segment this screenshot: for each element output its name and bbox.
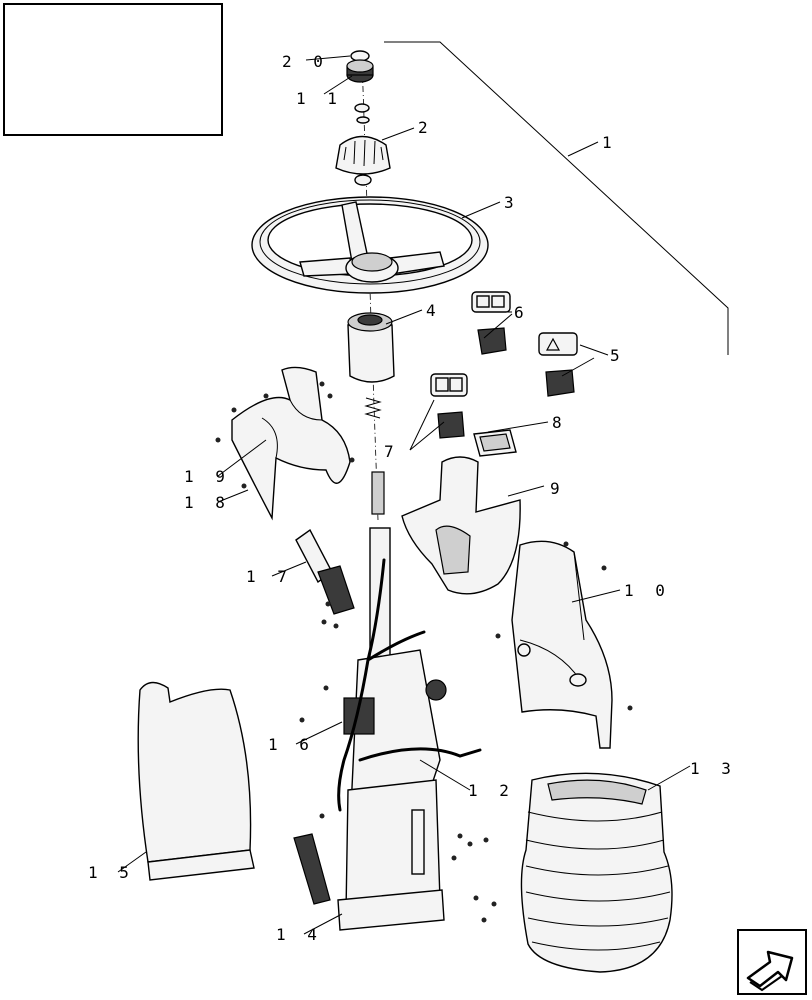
- part-spring: [364, 397, 382, 419]
- callout-7: 7: [384, 442, 400, 461]
- callout-17: 1 7: [246, 567, 293, 586]
- callout-12: 1 2: [468, 781, 515, 800]
- part-pedal: [293, 833, 331, 905]
- assembly-bracket-line: [384, 41, 729, 355]
- callout-1: 1: [602, 133, 618, 152]
- callout-14: 1 4: [276, 925, 323, 944]
- callout-10: 1 0: [624, 581, 671, 600]
- callout-leader-lines: [117, 55, 691, 935]
- part-switch-6: [471, 291, 511, 355]
- part-right-lower-shroud: [511, 540, 613, 749]
- callout-3: 3: [504, 193, 520, 212]
- callout-2: 2: [418, 118, 434, 137]
- callout-19: 1 9: [184, 467, 231, 486]
- part-center-cover: [346, 59, 374, 83]
- callout-16: 1 6: [268, 735, 315, 754]
- part-steering-wheel: [251, 196, 489, 294]
- part-wiring-harness: [337, 558, 482, 812]
- part-switch-5: [538, 332, 578, 397]
- callout-20: 2 0: [282, 52, 329, 71]
- callout-labels: 2 0 1 1 2 1 3 4 6 5 8 7 1 9 1 8 9 1 7 1 …: [88, 52, 737, 944]
- part-nut: [354, 103, 370, 124]
- callout-13: 1 3: [690, 759, 737, 778]
- reference-frame-box: [3, 3, 223, 136]
- return-arrow-icon[interactable]: [737, 929, 807, 995]
- callout-5: 5: [610, 346, 626, 365]
- part-switch-7: [430, 373, 468, 439]
- part-blank-plug: [473, 429, 517, 457]
- part-left-upper-shroud: [231, 366, 351, 521]
- part-shaft-spline: [371, 471, 385, 515]
- part-hub-cover: [335, 135, 391, 186]
- callout-8: 8: [552, 413, 568, 432]
- callout-18: 1 8: [184, 493, 231, 512]
- callout-11: 1 1: [296, 89, 343, 108]
- part-column-shroud: [347, 312, 395, 383]
- part-bellows-boot: [520, 772, 673, 973]
- part-right-upper-shroud: [401, 456, 521, 595]
- part-rear-panel: [137, 681, 255, 881]
- callout-15: 1 5: [88, 863, 135, 882]
- part-multifunction-lever: [295, 528, 355, 615]
- callout-4: 4: [426, 301, 442, 320]
- callout-9: 9: [550, 479, 566, 498]
- callout-6: 6: [514, 303, 530, 322]
- fastener-screws: [215, 381, 633, 923]
